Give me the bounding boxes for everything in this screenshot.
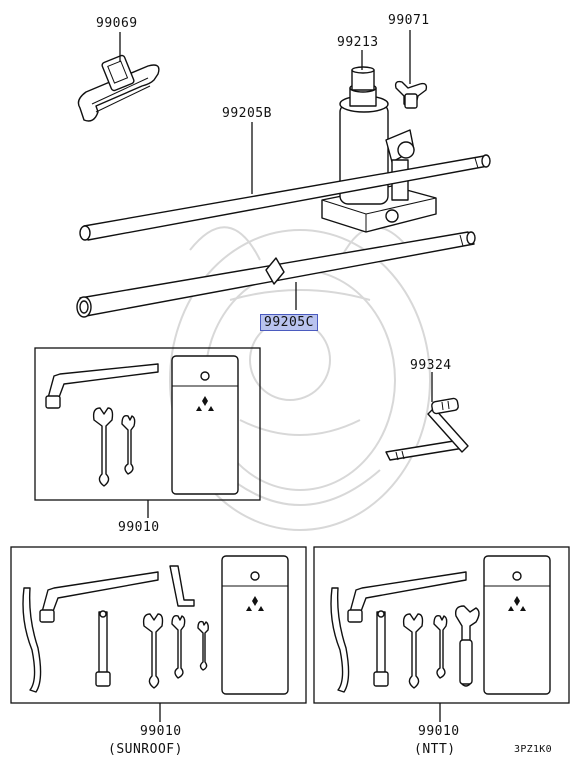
kit2-spanner-medium [171, 614, 186, 679]
kit2-spanner-large [142, 613, 164, 689]
kit2-lug-wrench [39, 571, 159, 623]
part-99205b-bar [79, 154, 491, 241]
part-99205c-bar [76, 231, 476, 318]
kit3-lever [330, 587, 350, 693]
kit2-lever [22, 587, 42, 693]
kit1-tool-bag [171, 355, 239, 495]
kit3-box-wrench [373, 610, 389, 687]
label-99010-kit: 99010 [118, 520, 160, 535]
label-99069: 99069 [96, 16, 138, 31]
kit1-spanner-large [92, 407, 114, 487]
label-99213: 99213 [337, 35, 379, 50]
label-sunroof-note: (SUNROOF) [108, 742, 183, 757]
kit3-spanner-large [402, 613, 424, 689]
kit2-hex-key [169, 565, 195, 607]
label-99010-ntt: 99010 [418, 724, 460, 739]
part-99324-handle [385, 397, 469, 461]
part-99069-strap [77, 54, 160, 122]
label-99324: 99324 [410, 358, 452, 373]
label-99071: 99071 [388, 13, 430, 28]
kit3-spanner-small [433, 614, 448, 679]
kit3-lug-wrench [347, 571, 467, 623]
kit3-adjustable-wrench [454, 605, 480, 687]
label-99205c-highlighted[interactable]: 99205C [260, 314, 318, 331]
part-99071-wing-nut [394, 80, 428, 109]
kit3-tool-bag [483, 555, 551, 695]
reference-code: 3PZ1K0 [514, 744, 552, 755]
kit-box-99010-ntt [313, 546, 570, 704]
kit2-spanner-small [197, 620, 209, 671]
label-99010-sunroof: 99010 [140, 724, 182, 739]
kit1-spanner-small [121, 414, 136, 475]
kit2-tool-bag [221, 555, 289, 695]
kit-box-99010-sunroof [10, 546, 307, 704]
label-ntt-note: (NTT) [414, 742, 456, 757]
kit1-lug-wrench [45, 363, 159, 409]
label-99205b: 99205B [222, 106, 272, 121]
kit2-box-wrench [95, 610, 111, 687]
